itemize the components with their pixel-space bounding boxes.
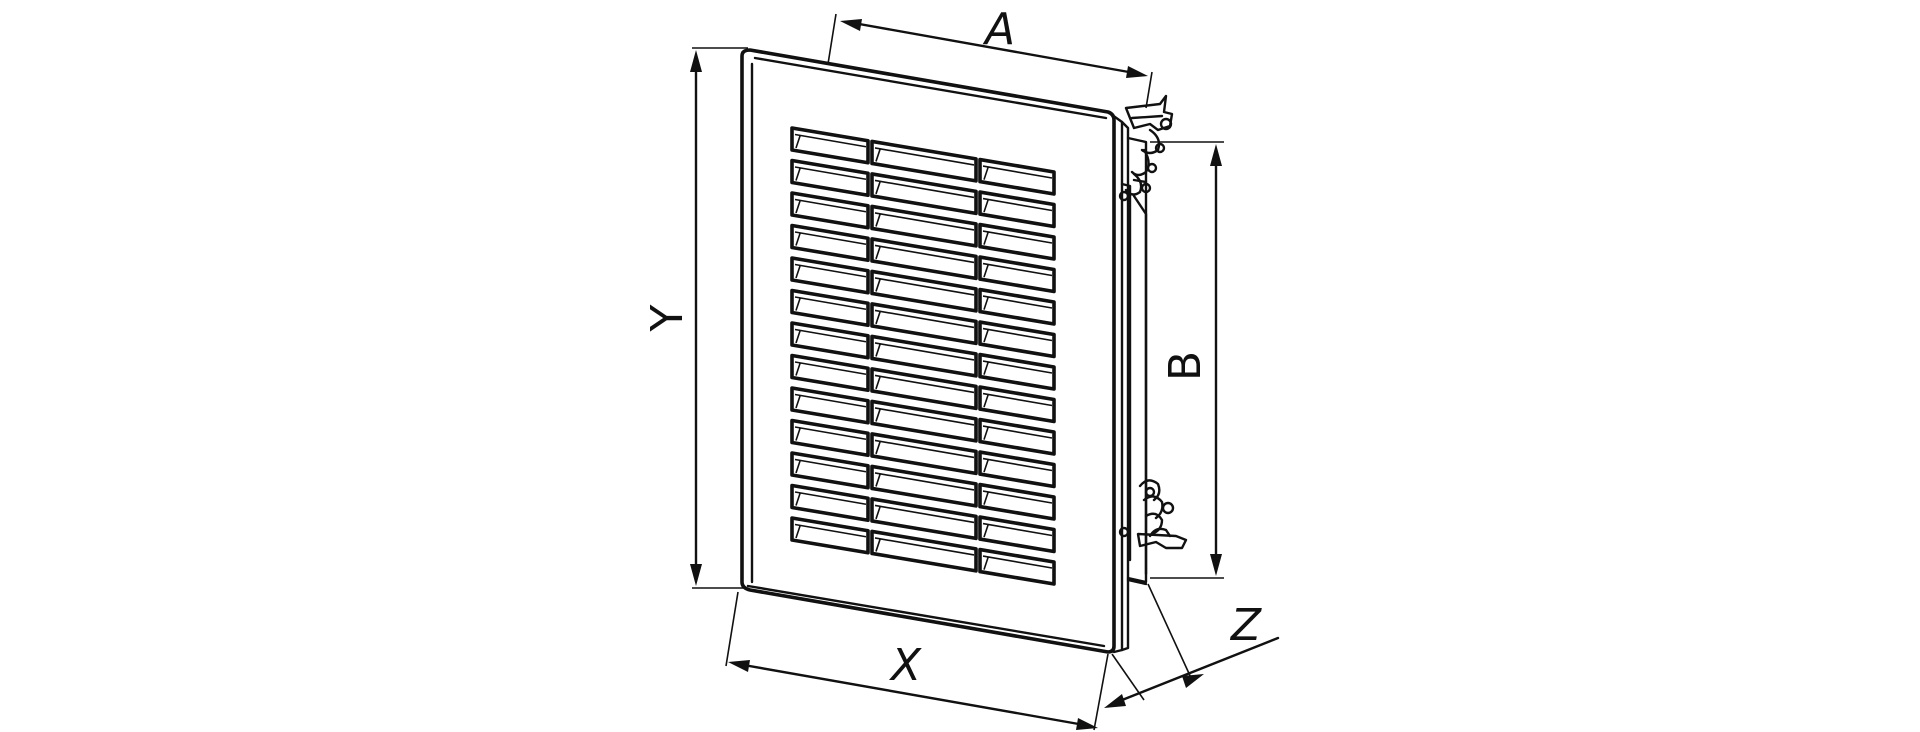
slat-opening — [790, 516, 870, 555]
slat-blade — [874, 179, 975, 199]
slat-opening — [978, 157, 1056, 196]
slat-opening — [790, 418, 870, 458]
bottom-spring-clip — [1136, 479, 1188, 550]
label-b: B — [1160, 351, 1211, 381]
slat-blade — [794, 198, 867, 214]
label-z: Z — [1230, 600, 1262, 651]
slat-opening — [790, 288, 870, 328]
slat-opening — [978, 547, 1056, 586]
slat-blade — [794, 393, 867, 409]
slat-blade — [982, 327, 1053, 343]
slat-opening — [790, 256, 870, 295]
slat-opening — [870, 529, 978, 573]
slat-opening — [870, 269, 978, 313]
slat-opening — [790, 451, 870, 490]
slat-opening — [870, 139, 978, 183]
slat-opening — [870, 432, 978, 476]
slat-opening — [790, 321, 870, 360]
slat-opening — [870, 464, 978, 508]
slat-blade — [794, 523, 867, 539]
slat-opening — [790, 353, 870, 393]
slat-blade — [982, 295, 1053, 310]
slat-opening — [978, 417, 1056, 456]
slat-blade — [874, 537, 975, 556]
slat-blade — [794, 361, 867, 376]
slat-blade — [794, 426, 867, 441]
slat-opening — [790, 223, 870, 263]
front-plate — [740, 48, 1130, 654]
slat-opening — [978, 352, 1056, 391]
slat-blade — [874, 147, 975, 166]
slat-blade — [794, 166, 867, 181]
slat-opening — [870, 367, 978, 411]
mounting-frame — [1118, 136, 1148, 586]
slat-blade — [874, 439, 975, 459]
slat-blade — [874, 309, 975, 329]
slat-blade — [874, 407, 975, 426]
slat-opening — [978, 450, 1056, 489]
slat-blade — [794, 133, 867, 149]
slat-opening — [790, 386, 870, 425]
slat-opening — [870, 399, 978, 443]
slat-opening — [870, 204, 978, 248]
slat-blade — [874, 244, 975, 264]
dimension-x: X — [725, 591, 1109, 731]
slat-opening — [790, 126, 870, 165]
slat-opening — [870, 334, 978, 378]
slat-blade — [982, 165, 1053, 180]
dimension-y: Y — [642, 47, 748, 589]
slat-opening — [870, 302, 978, 346]
dimension-z: Z — [1104, 583, 1280, 708]
slat-opening — [870, 172, 978, 216]
dimension-a: A — [827, 4, 1153, 109]
slat-blade — [982, 392, 1053, 408]
slat-opening — [870, 237, 978, 281]
slat-blade — [874, 374, 975, 394]
slat-blade — [982, 262, 1053, 278]
slat-blade — [982, 457, 1053, 473]
slat-blade — [794, 328, 867, 344]
slat-opening — [978, 255, 1056, 294]
slat-opening — [978, 482, 1056, 521]
slat-opening — [790, 191, 870, 230]
slat-opening — [978, 385, 1056, 424]
slat-blade — [982, 490, 1053, 505]
slat-blade — [794, 263, 867, 279]
slat-opening — [870, 497, 978, 541]
slat-blade — [982, 360, 1053, 375]
slat-blade — [982, 230, 1053, 245]
louvre-slats — [790, 126, 1056, 586]
slat-opening — [978, 287, 1056, 326]
slat-blade — [982, 555, 1053, 570]
slat-opening — [978, 222, 1056, 261]
slat-opening — [978, 320, 1056, 359]
slat-opening — [790, 483, 870, 523]
slat-opening — [790, 158, 870, 198]
slat-blade — [982, 425, 1053, 440]
slat-blade — [874, 212, 975, 231]
slat-blade — [794, 231, 867, 246]
slat-blade — [874, 342, 975, 361]
slat-opening — [978, 190, 1056, 229]
top-spring-clip — [1124, 94, 1174, 196]
slat-blade — [794, 296, 867, 311]
slat-blade — [874, 504, 975, 524]
label-a: A — [982, 4, 1015, 55]
slat-blade — [982, 197, 1053, 213]
slat-opening — [978, 515, 1056, 554]
dimension-b: B — [1150, 141, 1224, 579]
slat-blade — [794, 491, 867, 506]
label-x: X — [889, 640, 922, 691]
slat-blade — [794, 458, 867, 474]
label-y: Y — [642, 304, 693, 332]
slat-blade — [874, 277, 975, 296]
slat-blade — [982, 522, 1053, 538]
slat-blade — [874, 472, 975, 491]
